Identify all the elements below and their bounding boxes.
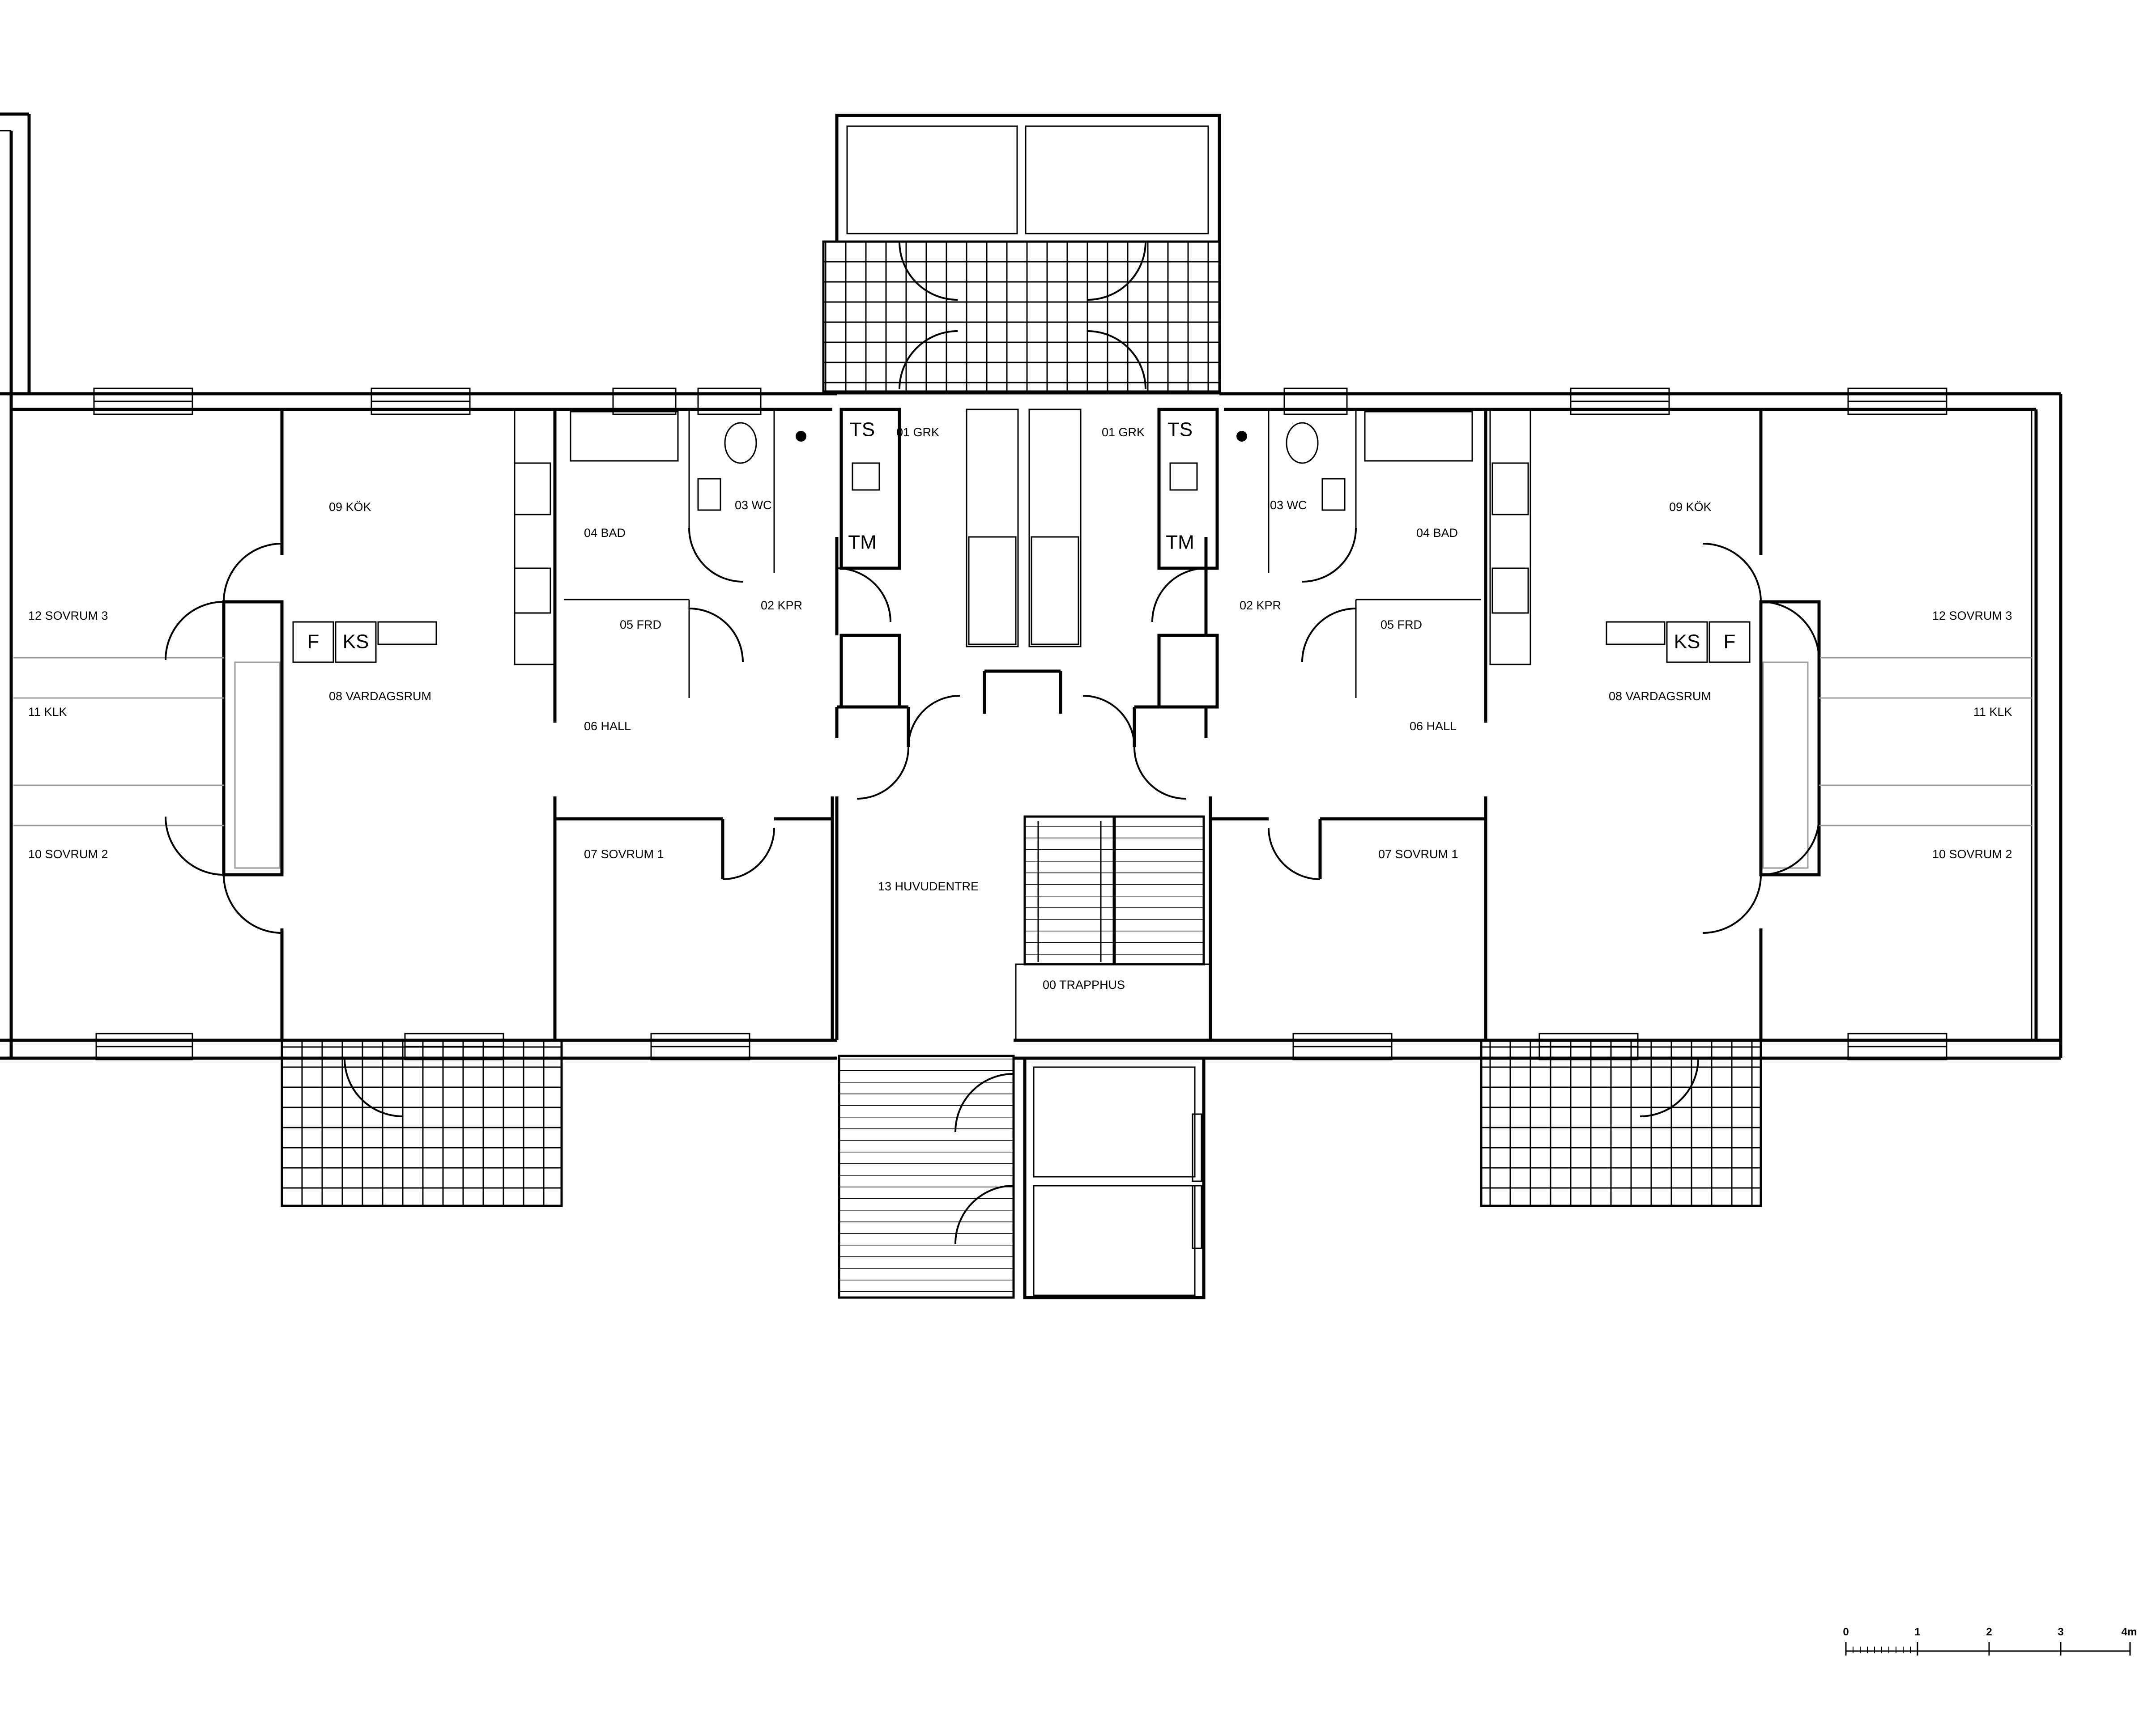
- south-west-terrace: [281, 1039, 563, 1207]
- room-label-grk-right: 01 GRK: [1102, 426, 1145, 439]
- room-label-trapphus: 00 TRAPPHUS: [1043, 978, 1125, 992]
- room-label-kpr-right: 02 KPR: [1240, 599, 1281, 612]
- scale-bar: 0 1 2 3 4m: [1843, 1626, 2137, 1656]
- windows: [93, 387, 1947, 1060]
- room-label-sovrum3-left: 12 SOVRUM 3: [28, 609, 108, 622]
- room-label-sovrum2-left: 10 SOVRUM 2: [28, 847, 108, 861]
- fixture-f-left: F: [307, 631, 320, 653]
- room-label-vardagsrum-left: 08 VARDAGSRUM: [329, 690, 431, 703]
- room-label-hall-right: 06 HALL: [1410, 719, 1457, 733]
- room-label-sovrum1-left: 07 SOVRUM 1: [584, 847, 664, 861]
- room-label-klk-right: 11 KLK: [1973, 705, 2012, 719]
- room-label-frd-right: 05 FRD: [1381, 618, 1422, 631]
- room-label-sovrum3-right: 12 SOVRUM 3: [1932, 609, 2012, 622]
- scale-tick-2: 2: [1986, 1626, 1992, 1638]
- scale-tick-4m: 4m: [2122, 1626, 2137, 1638]
- room-label-klk-left: 11 KLK: [28, 705, 67, 719]
- north-balcony: [822, 114, 1221, 395]
- room-label-kok-right: 09 KÖK: [1669, 500, 1712, 514]
- room-label-sovrum1-right: 07 SOVRUM 1: [1378, 847, 1458, 861]
- fixture-ks-left: KS: [343, 631, 369, 653]
- room-label-hall-left: 06 HALL: [584, 719, 631, 733]
- fixture-ks-right: KS: [1674, 631, 1700, 653]
- room-label-wc-right: 03 WC: [1270, 498, 1307, 512]
- central-core: [835, 409, 1212, 1299]
- fridge-freezer-left: [292, 621, 437, 663]
- fridge-freezer-right: [1606, 621, 1751, 663]
- interior-walls-left: [13, 409, 910, 1040]
- room-label-wc-left: 03 WC: [735, 498, 772, 512]
- doors: [165, 241, 1820, 1244]
- fixture-labels: TS TM TS TM F KS KS F: [307, 419, 1736, 653]
- scale-tick-0: 0: [1843, 1626, 1849, 1638]
- room-label-bad-left: 04 BAD: [584, 526, 626, 540]
- room-label-sovrum2-right: 10 SOVRUM 2: [1932, 847, 2012, 861]
- fixture-ts-left: TS: [850, 419, 875, 441]
- room-labels: 01 GRK 01 GRK 03 WC 03 WC 04 BAD 04 BAD …: [28, 426, 2012, 992]
- interior-walls-right: [1133, 409, 2032, 1040]
- south-east-terrace: [1480, 1039, 1762, 1207]
- exterior-walls: [0, 112, 2062, 1060]
- scale-tick-3: 3: [2058, 1626, 2063, 1638]
- scale-tick-1: 1: [1914, 1626, 1920, 1638]
- room-label-grk-left: 01 GRK: [896, 426, 939, 439]
- fixture-tm-left: TM: [848, 532, 877, 553]
- fixture-ts-right: TS: [1167, 419, 1193, 441]
- room-label-kok-left: 09 KÖK: [329, 500, 371, 514]
- room-label-kpr-left: 02 KPR: [761, 599, 802, 612]
- kitchen-fixtures: [514, 408, 1531, 709]
- fixture-tm-right: TM: [1166, 532, 1194, 553]
- room-label-huvudentre: 13 HUVUDENTRE: [878, 880, 979, 893]
- room-label-bad-right: 04 BAD: [1416, 526, 1458, 540]
- fixture-f-right: F: [1724, 631, 1736, 653]
- room-label-frd-left: 05 FRD: [620, 618, 661, 631]
- room-label-vardagsrum-right: 08 VARDAGSRUM: [1609, 690, 1711, 703]
